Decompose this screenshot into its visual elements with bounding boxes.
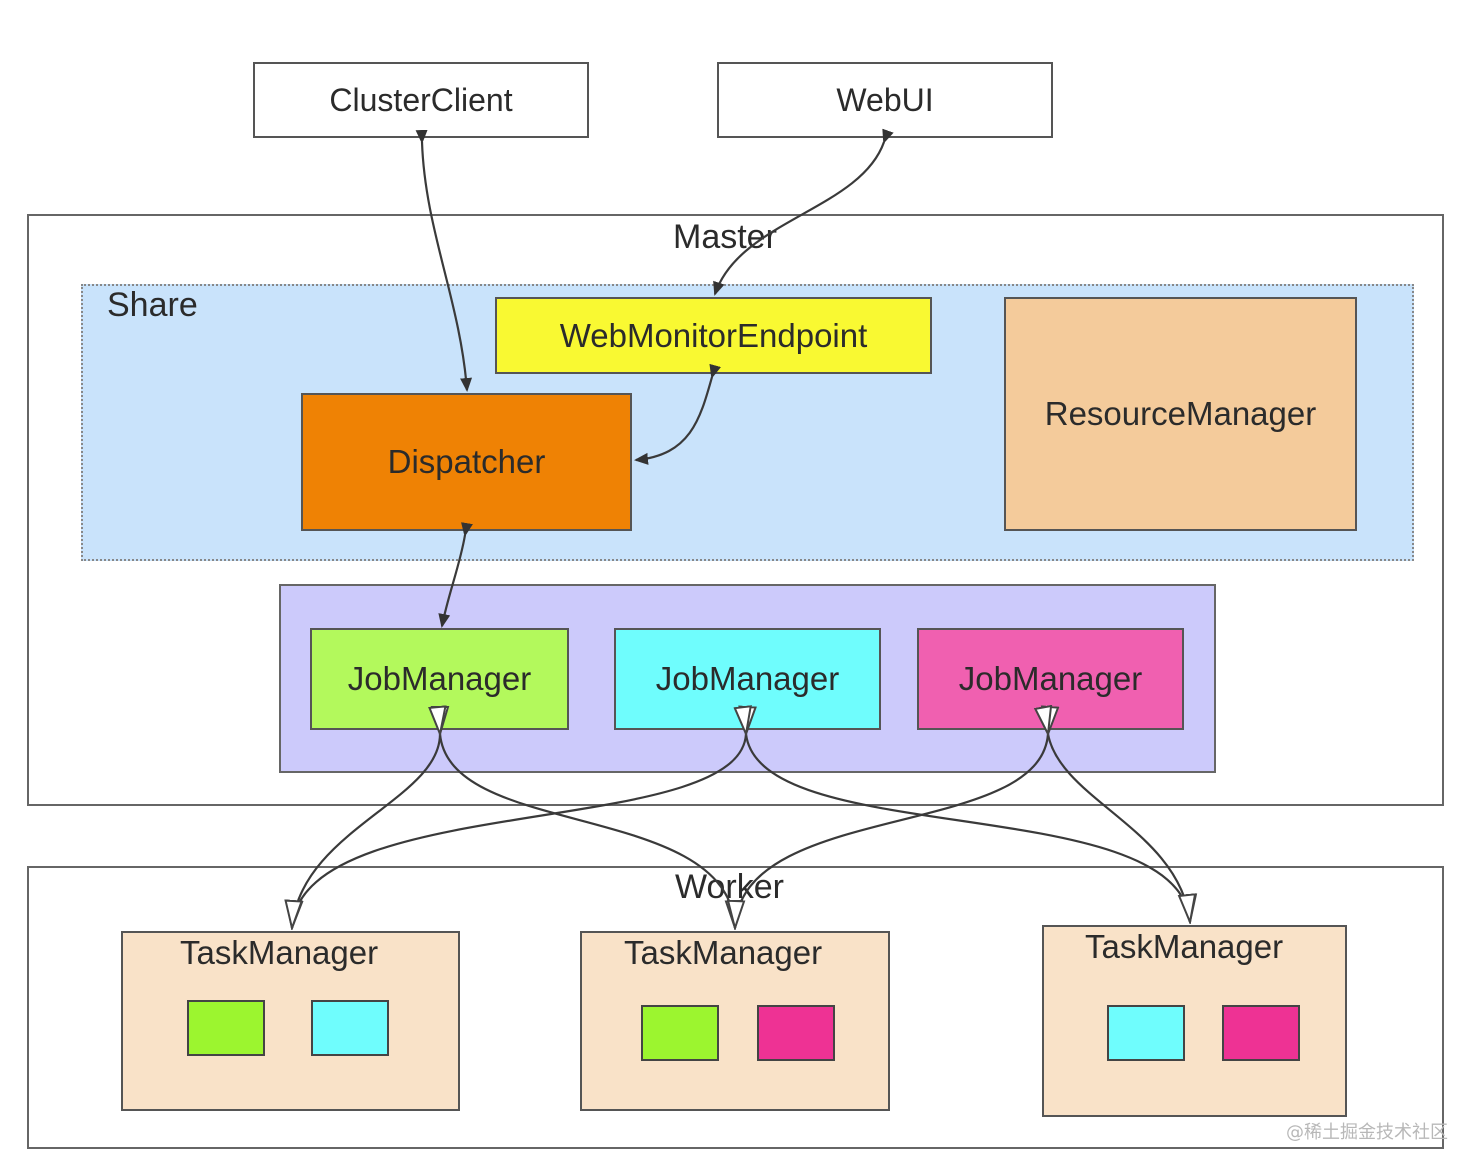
master-label: Master [673, 218, 777, 256]
task-slot-1-1 [187, 1000, 265, 1056]
task-manager-1 [121, 931, 460, 1111]
task-slot-2-2 [757, 1005, 835, 1061]
job-manager-1-label: JobManager [347, 660, 532, 697]
dispatcher-box: Dispatcher [301, 393, 632, 531]
watermark: @稀土掘金技术社区 [1286, 1122, 1448, 1143]
task-manager-3-label: TaskManager [1085, 928, 1284, 965]
job-manager-2: JobManager [614, 628, 881, 730]
share-label: Share [107, 286, 198, 324]
job-manager-3: JobManager [917, 628, 1184, 730]
task-slot-2-1 [641, 1005, 719, 1061]
dispatcher-label: Dispatcher [387, 443, 546, 480]
job-manager-2-label: JobManager [655, 660, 840, 697]
task-manager-2 [580, 931, 890, 1111]
cluster-client-label: ClusterClient [329, 81, 513, 118]
web-monitor-endpoint-box: WebMonitorEndpoint [495, 297, 932, 374]
task-slot-3-2 [1222, 1005, 1300, 1061]
task-manager-2-label: TaskManager [624, 934, 823, 971]
job-manager-1: JobManager [310, 628, 569, 730]
job-manager-3-label: JobManager [958, 660, 1143, 697]
worker-label: Worker [675, 868, 784, 906]
resource-manager-label: ResourceManager [1044, 395, 1317, 432]
web-monitor-endpoint-label: WebMonitorEndpoint [559, 316, 868, 354]
cluster-client-box: ClusterClient [253, 62, 589, 138]
resource-manager-box: ResourceManager [1004, 297, 1357, 531]
web-ui-box: WebUI [717, 62, 1053, 138]
web-ui-label: WebUI [836, 81, 934, 118]
task-slot-3-1 [1107, 1005, 1185, 1061]
task-manager-1-label: TaskManager [180, 934, 379, 971]
task-slot-1-2 [311, 1000, 389, 1056]
